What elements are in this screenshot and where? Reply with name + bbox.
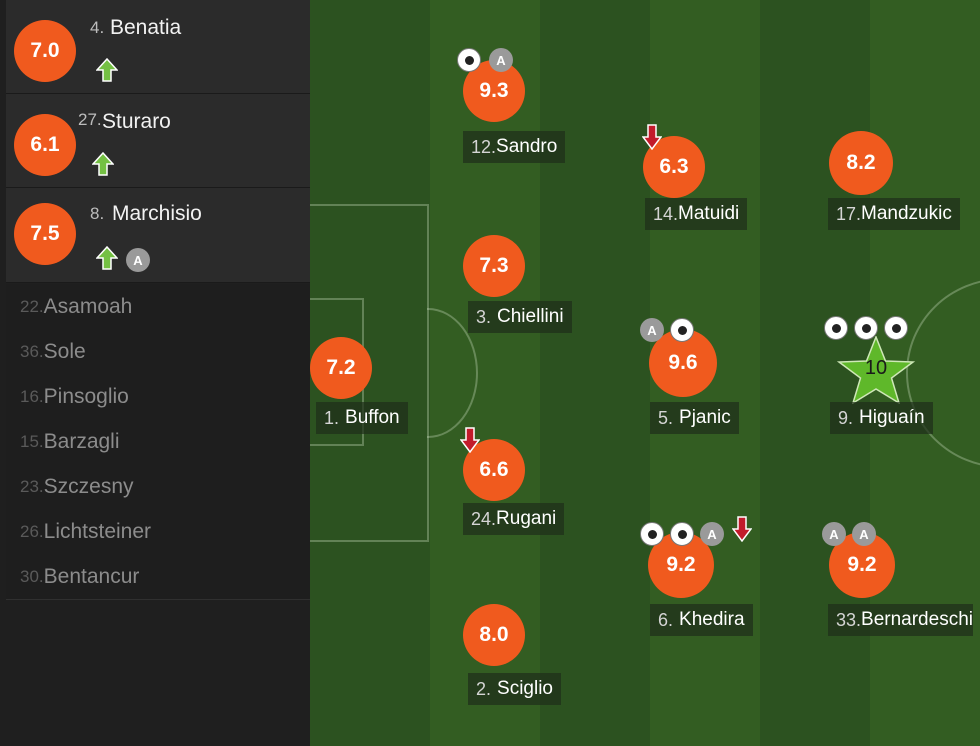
player-name: Bernardeschi [861,609,973,630]
player-name: Pjanic [679,407,731,428]
player-rating: 10 [864,357,888,379]
player-name: Buffon [345,407,400,428]
bench-row[interactable]: 30.Bentancur [6,554,310,600]
sub-off-arrow-icon [732,516,752,542]
sub-up-arrow-icon [96,246,118,270]
goal-ball-icon [457,48,481,72]
player-number: 26. [20,521,44,541]
player-rating: 6.1 [14,114,76,176]
player-label: 3.Chiellini [468,301,572,333]
player-rating: 7.5 [14,203,76,265]
player-name: Mandzukic [861,203,952,224]
player-name: Rugani [496,508,557,529]
player-label: 6.Khedira [650,604,753,636]
player-name: Chiellini [497,306,564,327]
player-number: 33. [836,609,862,630]
player-name: Matuidi [678,203,740,224]
sub-off-arrow-icon [460,427,480,453]
player-rating: 7.0 [14,20,76,82]
sub-up-arrow-icon [92,152,114,176]
pitch: 7.2 1.Buffon 9.3 A 12.Sandro 7.3 3.Chiel… [310,0,980,746]
player-number: 27. [78,110,102,129]
player-number: 14. [653,203,679,224]
bench-row[interactable]: 23.Szczesny [6,464,310,510]
player-number: 22. [20,296,44,316]
player-number: 8. [90,204,105,223]
bench-row[interactable]: 26.Lichtsteiner [6,509,310,555]
goal-ball-icon [824,316,848,340]
assist-badge-icon: A [126,248,150,272]
bench-row[interactable]: 36.Sole [6,329,310,375]
goal-ball-icon [670,522,694,546]
bench-row[interactable]: 22.Asamoah [6,284,310,330]
player-number: 24. [471,508,497,529]
player-label: 24.Rugani [463,503,565,535]
player-rating: 7.3 [463,235,525,297]
assist-badge-icon: A [640,318,664,342]
lineup-sidebar: 7.0 4. Benatia 6.1 27. Sturaro 7.5 8. Ma… [0,0,310,746]
player-label: 1.Buffon [316,402,408,434]
player-label: 12.Sandro [463,131,566,163]
player-name: Sandro [496,136,558,157]
player-number: 1. [324,407,340,428]
player-label: 2.Sciglio [468,673,561,705]
pitch-stripe [540,0,650,746]
player-name: Sturaro [102,110,171,133]
player-name: Szczesny [43,474,134,498]
player-rating: 7.2 [310,337,372,399]
player-number: 16. [20,386,44,406]
player-number: 9. [838,407,854,428]
player-name: Benatia [110,16,182,39]
player-number: 3. [476,306,492,327]
goal-ball-icon [670,318,694,342]
player-label: 17.Mandzukic [828,198,960,230]
assist-badge-icon: A [852,522,876,546]
player-name: Pinsoglio [43,384,129,408]
player-number: 30. [20,566,44,586]
player-number: 6. [658,609,674,630]
assist-badge-icon: A [822,522,846,546]
player-label: 5.Pjanic [650,402,739,434]
player-name: Bentancur [43,564,140,588]
player-number: 23. [20,476,44,496]
player-label: 9.Higuaín [830,402,933,434]
player-number: 36. [20,341,44,361]
player-name: Khedira [679,609,745,630]
player-name: Sole [43,339,86,363]
player-name: Sciglio [497,678,553,699]
player-number: 17. [836,203,862,224]
assist-badge-icon: A [489,48,513,72]
bench-row[interactable]: 15.Barzagli [6,419,310,465]
player-rating: 8.2 [829,131,893,195]
assist-badge-icon: A [700,522,724,546]
sub-row[interactable]: 6.1 27. Sturaro [6,94,310,188]
player-number: 15. [20,431,44,451]
player-name: Lichtsteiner [43,519,152,543]
player-rating: 8.0 [463,604,525,666]
player-label: 14.Matuidi [645,198,748,230]
player-name: Marchisio [112,202,202,225]
player-label: 33.Bernardeschi [828,604,973,636]
sub-row[interactable]: 7.5 8. Marchisio A [6,188,310,283]
player-rating: 6.6 [463,439,525,501]
bench-row[interactable]: 16.Pinsoglio [6,374,310,420]
player-name: Asamoah [43,294,133,318]
player-number: 5. [658,407,674,428]
player-number: 4. [90,18,105,37]
goal-ball-icon [884,316,908,340]
player-number: 12. [471,136,497,157]
goal-ball-icon [854,316,878,340]
sub-off-arrow-icon [642,124,662,150]
sub-up-arrow-icon [96,58,118,82]
sub-row[interactable]: 7.0 4. Benatia [6,0,310,94]
player-name: Higuaín [859,407,925,428]
goal-ball-icon [640,522,664,546]
player-number: 2. [476,678,492,699]
man-of-the-match-star-icon [836,336,916,404]
player-name: Barzagli [43,429,120,453]
